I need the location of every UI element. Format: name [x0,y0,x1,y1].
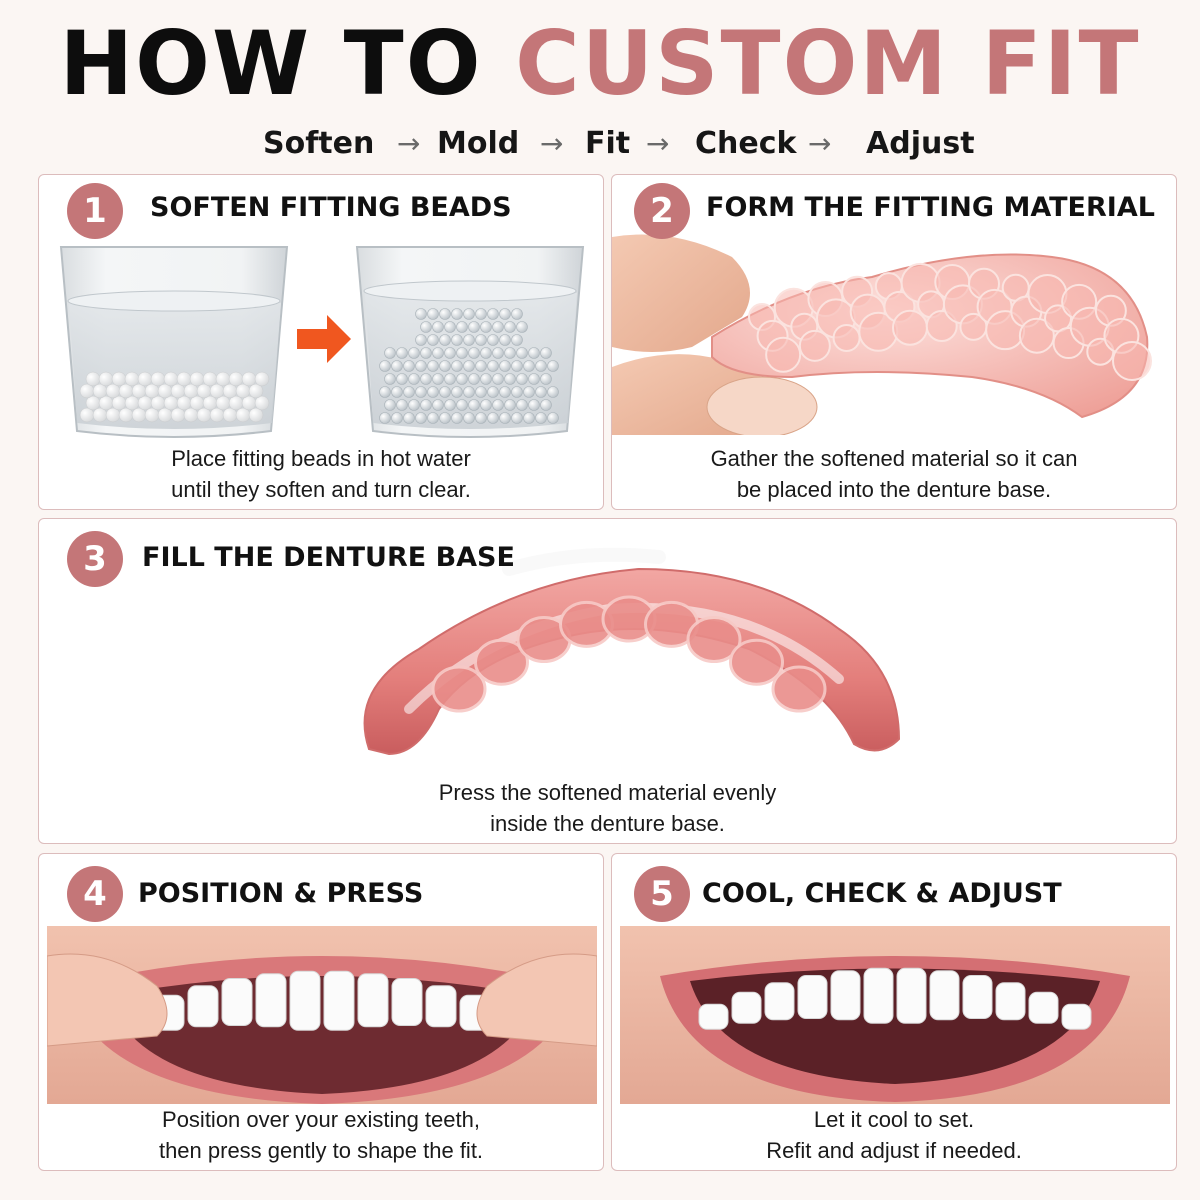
flow-step-check: Check [695,126,797,161]
flow-step-soften: Soften [263,126,375,161]
step-number-badge: 2 [634,183,690,239]
steps-flow: Soften → Mold → Fit → Check → Adjust [0,122,1200,166]
step-caption: Position over your existing teeth, then … [158,1107,484,1163]
step-heading: SOFTEN FITTING BEADS [150,192,512,223]
step-panel-1: 1 SOFTEN FITTING BEADS [38,174,604,510]
clear-beads [379,308,559,424]
arrow-right-icon: → [646,127,670,160]
tooth-sockets [431,595,827,713]
beads-in-water-illustration [59,246,585,438]
step-panel-3: 3 FILL THE DENTURE BASE Press the soften… [38,518,1177,844]
gel-bubbles [748,262,1152,381]
arrow-right-icon: → [540,127,564,160]
step-panel-5: 5 COOL, CHECK & ADJUST Let it cool to se… [611,853,1177,1171]
step-panel-2: 2 FORM THE FITTING MATERIAL Gather the s… [611,174,1177,510]
step-heading: COOL, CHECK & ADJUST [702,878,1062,909]
arrow-right-icon [297,315,351,363]
smile-press-illustration [47,926,597,1104]
page-title: HOW TO CUSTOM FIT [59,12,1141,115]
glasses-image [49,243,595,443]
smile-image [620,926,1170,1104]
step-heading: FILL THE DENTURE BASE [142,542,515,573]
arrow-right-icon: → [808,127,832,160]
flow-step-fit: Fit [585,126,631,161]
white-beads [79,371,270,423]
step-number-badge: 4 [67,866,123,922]
step-heading: FORM THE FITTING MATERIAL [706,192,1155,223]
step-number-badge: 5 [634,866,690,922]
smile-teeth [698,967,1092,1030]
step-number-badge: 1 [67,183,123,239]
smile-illustration [620,926,1170,1104]
denture-base-illustration [363,547,901,756]
step-caption: Let it cool to set. Refit and adjust if … [766,1107,1022,1163]
flow-step-adjust: Adjust [866,126,975,161]
step-number-badge: 3 [67,531,123,587]
flow-step-mold: Mold [437,126,520,161]
arrow-right-icon: → [397,127,421,160]
denture-base-image [279,539,949,769]
step-caption: Gather the softened material so it can b… [710,446,1078,502]
step-caption: Press the softened material evenly insid… [438,780,777,836]
fitting-material-illustration [612,227,1176,435]
position-press-image [47,926,597,1104]
step-panel-4: 4 POSITION & PRESS Position over your ex… [38,853,604,1171]
step-caption: Place fitting beads in hot water until t… [171,446,471,502]
step-heading: POSITION & PRESS [138,878,424,909]
fitting-material-image [612,227,1176,435]
